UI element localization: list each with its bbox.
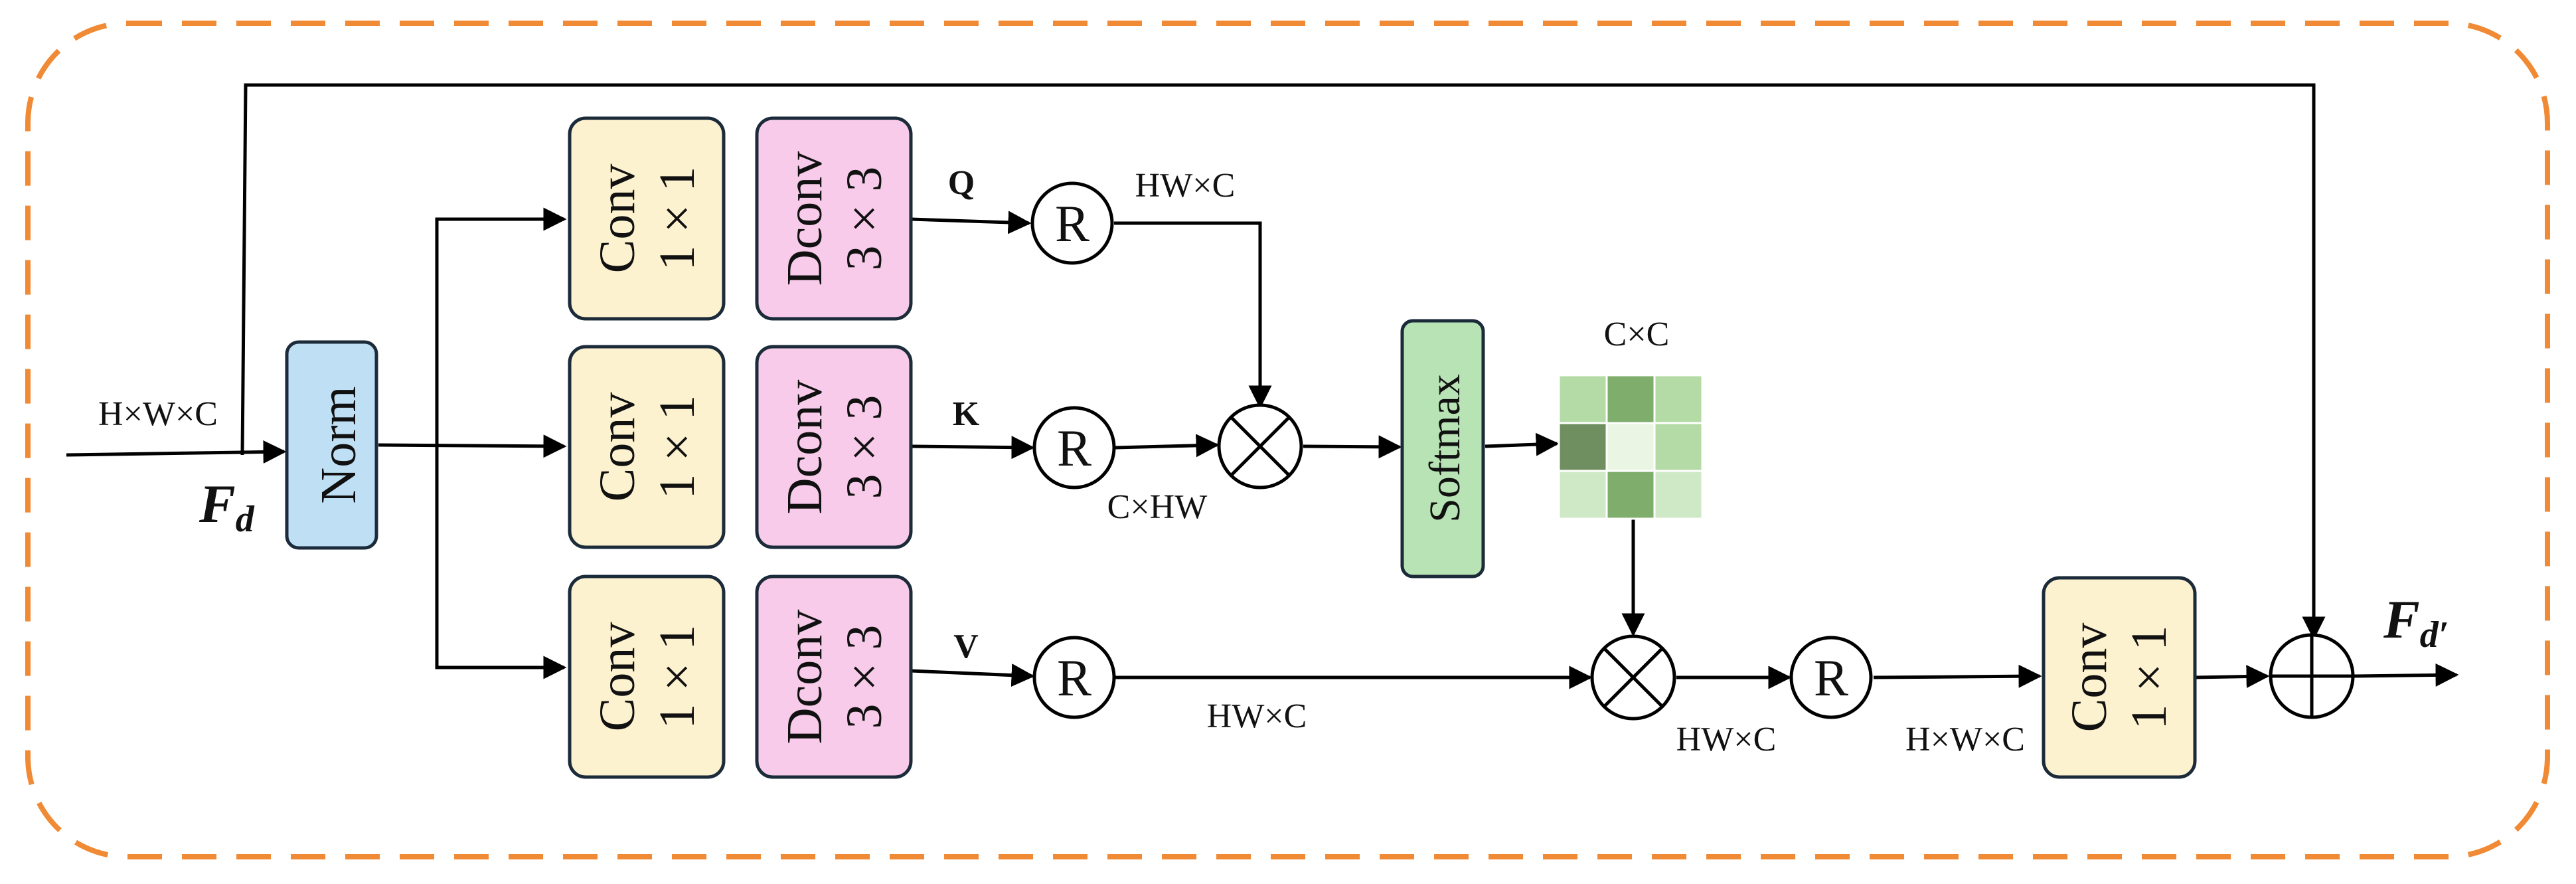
split-to-v-arrow <box>435 445 567 679</box>
q-arrow <box>910 211 1032 234</box>
dconv-k-name: Dconv <box>777 380 833 515</box>
reshape-v-symbol: R <box>1057 649 1091 707</box>
skip-connection <box>240 83 2326 640</box>
dconv-v-size: 3 × 3 <box>837 625 892 729</box>
conv-to-add-arrow <box>2194 665 2270 689</box>
conv-out-name: Conv <box>2061 623 2117 733</box>
softmax-block <box>1400 319 1485 578</box>
reshape-q-symbol: R <box>1055 195 1089 252</box>
conv-out-block <box>2042 576 2197 779</box>
attention-matrix <box>1558 374 1704 520</box>
split-to-q-arrow <box>435 207 567 445</box>
dconv-q-block <box>755 116 913 321</box>
conv-out-size: 1 × 1 <box>2121 626 2177 730</box>
reshape-out-circle <box>1789 636 1873 719</box>
reshape-k-circle <box>1032 406 1116 489</box>
dconv-q-size: 3 × 3 <box>837 167 892 271</box>
conv-q-block <box>568 116 726 321</box>
output-variable: Fd′ <box>2383 589 2449 656</box>
branch-v-label: V <box>953 628 979 665</box>
input-dim-label: H×W×C <box>98 395 218 433</box>
attention-matrix-cell <box>1605 470 1656 520</box>
softmax-to-matrix-arrow <box>1485 432 1560 456</box>
mul2-dim-label: HW×C <box>1676 721 1777 758</box>
conv-q-name: Conv <box>590 164 645 274</box>
reshape-q-circle <box>1030 181 1114 265</box>
reshape-out-dim-label: H×W×C <box>1905 721 2025 758</box>
add-icon <box>2269 633 2355 719</box>
norm-block <box>285 340 378 550</box>
conv-k-name: Conv <box>590 393 645 502</box>
mul-to-softmax-arrow <box>1303 435 1402 459</box>
dconv-k-size: 3 × 3 <box>837 395 892 499</box>
attention-matrix-cell <box>1653 470 1704 520</box>
v-dim-label: HW×C <box>1207 697 1307 735</box>
attention-matrix-cell <box>1558 470 1608 520</box>
dconv-q-name: Dconv <box>777 151 833 286</box>
attention-dim-label: C×C <box>1604 315 1670 353</box>
attention-matrix-cell <box>1653 374 1704 424</box>
conv-v-name: Conv <box>590 622 645 732</box>
conv-q-size: 1 × 1 <box>649 167 705 271</box>
softmax-label: Softmax <box>1421 374 1469 523</box>
dashed-border <box>25 21 2550 859</box>
r-to-conv-arrow <box>1873 664 2042 688</box>
conv-k-size: 1 × 1 <box>649 395 705 499</box>
branch-k-label: K <box>953 395 980 433</box>
matmul-1-icon <box>1217 403 1303 489</box>
dconv-v-block <box>755 575 913 779</box>
v-arrow <box>910 663 1035 687</box>
branch-q-label: Q <box>948 164 975 202</box>
input-arrow <box>66 440 287 464</box>
reshape-k-symbol: R <box>1057 419 1091 477</box>
conv-v-block <box>568 575 726 779</box>
dconv-v-name: Dconv <box>777 610 833 745</box>
conv-k-block <box>568 345 726 549</box>
attention-matrix-cell <box>1653 422 1704 472</box>
rk-to-mul-arrow <box>1115 434 1220 458</box>
reshape-v-circle <box>1032 636 1116 719</box>
attention-matrix-cell <box>1558 422 1608 472</box>
q-dim-label: HW×C <box>1135 167 1236 205</box>
attention-matrix-cell <box>1558 374 1608 424</box>
norm-label: Norm <box>311 386 366 503</box>
conv-v-size: 1 × 1 <box>649 625 705 729</box>
rq-to-mul-arrow <box>1114 221 1272 409</box>
k-arrow <box>910 436 1035 460</box>
input-variable: Fd <box>199 474 255 540</box>
k-dim-label: C×HW <box>1107 488 1208 526</box>
dconv-k-block <box>755 345 913 549</box>
output-arrow <box>2353 663 2459 687</box>
matmul-2-icon <box>1590 634 1676 721</box>
reshape-out-symbol: R <box>1814 649 1848 707</box>
attention-matrix-cell <box>1605 374 1656 424</box>
attention-matrix-cell <box>1605 422 1656 472</box>
norm-to-k-arrow <box>378 434 567 458</box>
